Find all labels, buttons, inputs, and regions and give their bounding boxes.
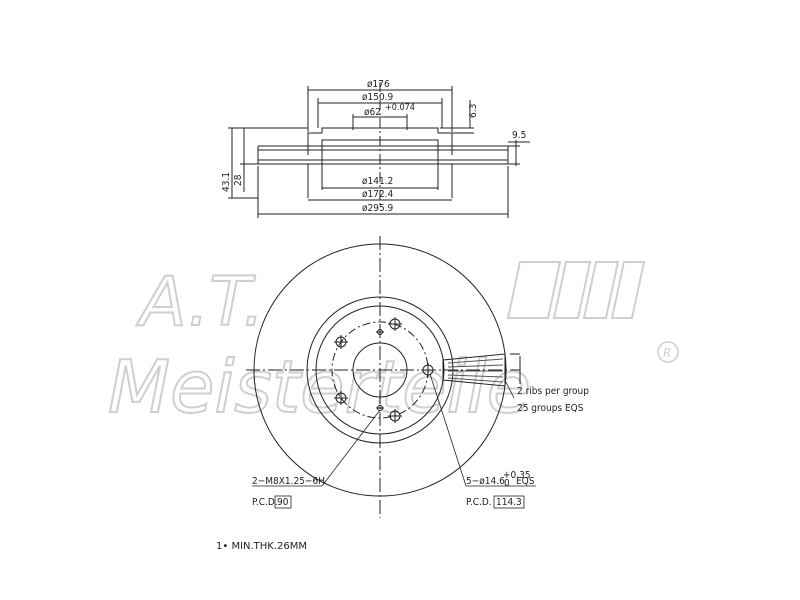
leader-lines xyxy=(252,373,536,487)
bolt-hole-icon xyxy=(421,363,435,377)
hole-tolerance-lower: 0 xyxy=(504,478,510,489)
bolt-hole-icon xyxy=(388,317,402,331)
bolt-holes xyxy=(334,317,435,423)
section-dimension-labels: ø176 ø150.9 ø62 +0.074 6.3 9.5 28 43.1 ø… xyxy=(221,79,526,214)
cooling-ribs-cutaway xyxy=(442,353,521,387)
hole-tolerance-upper: +0.35 xyxy=(503,470,531,481)
watermark: A.T. Meisterteile R xyxy=(107,261,679,430)
hole-pcd-label: P.C.D. xyxy=(466,497,492,508)
dim-d62-tolerance: +0.074 xyxy=(385,103,415,113)
hole-pcd-box xyxy=(493,495,525,509)
bolt-hole-icon xyxy=(334,391,348,405)
hole-suffix: EQS xyxy=(516,476,535,487)
thread-pcd-label: P.C.D. xyxy=(252,497,278,508)
dim-d62: ø62 xyxy=(364,107,381,118)
section-view xyxy=(228,82,530,218)
ribs-note-1: 2 ribs per group xyxy=(517,386,589,397)
dim-43-1: 43.1 xyxy=(221,172,232,192)
dim-6-3: 6.3 xyxy=(468,104,479,118)
hole-spec: 5−ø14.6 xyxy=(466,476,505,487)
thread-pcd-value: 90 xyxy=(277,497,289,508)
bolt-hole-icon xyxy=(388,409,402,423)
dim-28: 28 xyxy=(233,174,244,186)
watermark-initials: A.T. xyxy=(136,263,264,342)
front-view-labels: 2 ribs per group 25 groups EQS 2−M8X1.25… xyxy=(252,386,589,509)
dim-d295-9: ø295.9 xyxy=(362,203,394,214)
front-view xyxy=(246,236,520,518)
threaded-hole-icon xyxy=(376,329,384,335)
dim-d150-9: ø150.9 xyxy=(362,92,394,103)
watermark-registered-label: R xyxy=(663,346,671,360)
bolt-hole-icon xyxy=(334,335,348,349)
dim-d141-2: ø141.2 xyxy=(362,176,393,187)
min-thickness-note: 1• MIN.THK.26MM xyxy=(216,541,307,552)
watermark-stripes-logo xyxy=(506,261,646,319)
watermark-registered-icon: R xyxy=(657,341,679,363)
thread-pcd-box xyxy=(274,495,292,509)
hole-pcd-value: 114.3 xyxy=(496,497,522,508)
ribs-note-2: 25 groups EQS xyxy=(517,403,584,414)
dim-d172-4: ø172.4 xyxy=(362,189,394,200)
vent-pattern-right xyxy=(452,149,508,161)
vent-pattern-left xyxy=(258,149,308,161)
dim-9-5: 9.5 xyxy=(512,130,526,141)
dim-d176: ø176 xyxy=(367,79,390,90)
thread-spec: 2−M8X1.25−6H xyxy=(252,476,325,487)
